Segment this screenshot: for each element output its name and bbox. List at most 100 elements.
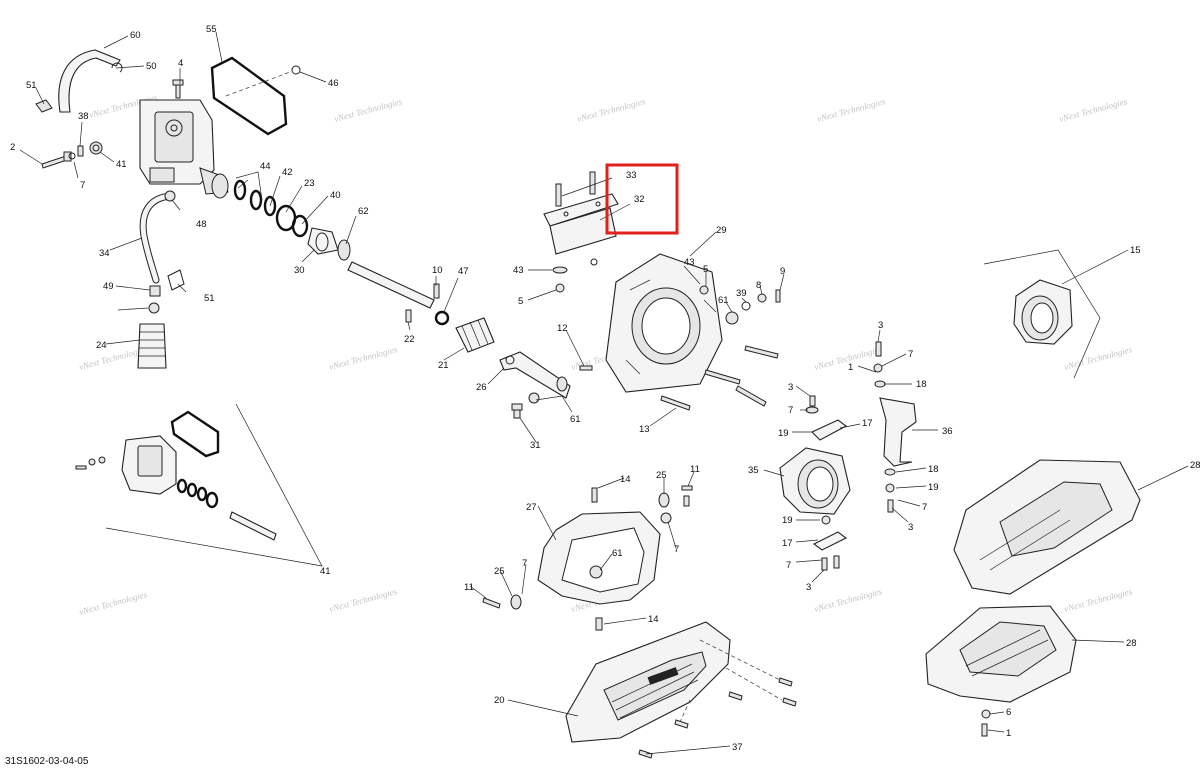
callout-11: 11 xyxy=(690,464,700,475)
callout-5b: 5 xyxy=(703,264,708,275)
callout-61c: 61 xyxy=(612,548,623,559)
gasket-55 xyxy=(210,56,288,136)
bracket-36 xyxy=(879,397,917,467)
callout-24: 24 xyxy=(96,340,107,351)
bracket-32 xyxy=(543,193,619,255)
bolt-14-bottom xyxy=(595,617,603,631)
watermark: vNext Technologies xyxy=(576,96,647,124)
boot-21 xyxy=(455,317,495,353)
spacer-25 xyxy=(658,492,672,524)
watermark: vNext Technologies xyxy=(813,586,884,614)
grommet-41-top xyxy=(89,141,103,155)
hardware-3-7-mid xyxy=(805,395,819,414)
link-26 xyxy=(499,351,571,399)
fitting-51 xyxy=(148,302,160,314)
callout-2: 2 xyxy=(10,142,15,153)
bushing-61-center xyxy=(556,376,568,392)
callout-34: 34 xyxy=(99,248,110,259)
watermark-text: vNext Technologies xyxy=(333,96,404,124)
fitting-48 xyxy=(164,190,176,202)
callout-25b: 25 xyxy=(494,566,505,577)
seal-40 xyxy=(337,239,351,261)
callout-19: 19 xyxy=(778,428,789,439)
callout-18: 18 xyxy=(916,379,927,390)
callout-32: 32 xyxy=(634,194,645,205)
callout-7g: 7 xyxy=(522,558,527,569)
callout-31: 31 xyxy=(530,440,541,451)
bushing-61-right xyxy=(725,311,739,325)
callout-8: 8 xyxy=(756,280,761,291)
callout-1: 1 xyxy=(848,362,853,373)
stud-38 xyxy=(77,145,84,157)
washer-43 xyxy=(552,266,568,274)
boot-24 xyxy=(137,323,167,369)
callout-7b: 7 xyxy=(908,349,913,360)
duct-35 xyxy=(779,447,851,515)
callout-33: 33 xyxy=(626,170,637,181)
callout-35: 35 xyxy=(748,465,759,476)
washer-small xyxy=(590,258,598,266)
shaft-coupler-rings xyxy=(211,173,309,238)
callout-20: 20 xyxy=(494,695,505,706)
bolt-10 xyxy=(433,283,440,299)
callout-28: 28 xyxy=(1190,460,1200,471)
watermark: vNext Technologies xyxy=(1058,96,1129,124)
callout-44: 44 xyxy=(260,161,271,172)
watermark: vNext Technologies xyxy=(816,96,887,124)
callout-26: 26 xyxy=(476,382,487,393)
watermark: vNext Technologies xyxy=(1063,586,1134,614)
callout-23: 23 xyxy=(304,178,315,189)
bolt-5-right xyxy=(699,285,709,295)
callout-13: 13 xyxy=(639,424,650,435)
callout-7: 7 xyxy=(80,180,85,191)
callout-28b: 28 xyxy=(1126,638,1137,649)
bolt-12 xyxy=(579,365,593,371)
callout-7c: 7 xyxy=(788,405,793,416)
washer-39 xyxy=(741,301,751,311)
callout-40: 40 xyxy=(330,190,341,201)
callout-62: 62 xyxy=(358,206,369,217)
watermark-text: vNext Technologies xyxy=(576,96,647,124)
watermark-text: vNext Technologies xyxy=(816,96,887,124)
watermark: vNext Technologies xyxy=(328,344,399,372)
callout-18b: 18 xyxy=(928,464,939,475)
hardware-bottom-mid xyxy=(821,515,840,571)
bolt-11-top xyxy=(681,485,693,507)
strap-60 xyxy=(58,49,121,113)
bracket-27 xyxy=(537,511,661,605)
watermark: vNext Technologies xyxy=(1063,344,1134,372)
callout-1b: 1 xyxy=(1006,728,1011,739)
cover-28-top xyxy=(953,459,1141,595)
callout-19b: 19 xyxy=(928,482,939,493)
clip-51-top xyxy=(35,99,53,113)
callout-61b: 61 xyxy=(570,414,581,425)
callout-37: 37 xyxy=(732,742,743,753)
nut-5 xyxy=(555,283,565,293)
bolt-11-bottom xyxy=(482,597,501,609)
callout-4: 4 xyxy=(178,58,183,69)
callout-43b: 43 xyxy=(684,257,695,268)
duct-15 xyxy=(1013,279,1073,345)
callout-25: 25 xyxy=(656,470,667,481)
callout-3b: 3 xyxy=(788,382,793,393)
callout-3: 3 xyxy=(878,320,883,331)
callout-3c: 3 xyxy=(908,522,913,533)
callout-55: 55 xyxy=(206,24,217,35)
oring-46 xyxy=(291,65,301,75)
bushing-61-lower xyxy=(589,565,603,579)
subassembly-41 xyxy=(75,410,277,541)
bolt-22 xyxy=(405,309,412,323)
cover-20 xyxy=(565,621,731,743)
watermark-text: vNext Technologies xyxy=(1063,586,1134,614)
shaft-62 xyxy=(347,261,435,309)
watermark-text: vNext Technologies xyxy=(78,589,149,617)
watermark: vNext Technologies xyxy=(78,589,149,617)
callout-30: 30 xyxy=(294,265,305,276)
hose-34 xyxy=(139,192,174,284)
mount-17-bottom xyxy=(812,531,848,551)
callout-29: 29 xyxy=(716,225,727,236)
watermark-text: vNext Technologies xyxy=(328,344,399,372)
watermark-text: vNext Technologies xyxy=(813,586,884,614)
clamp-49 xyxy=(149,285,161,297)
callout-3d: 3 xyxy=(806,582,811,593)
